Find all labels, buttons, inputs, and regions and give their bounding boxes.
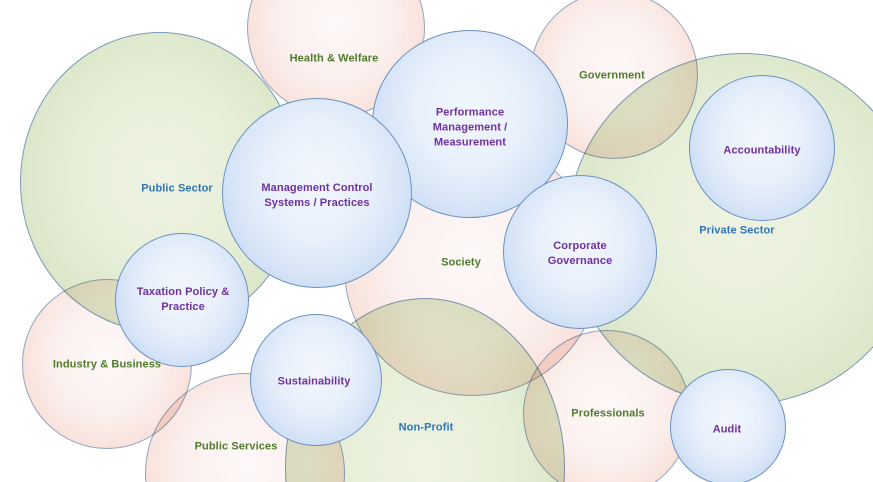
- public-services-label: Public Services: [194, 440, 278, 453]
- corporate-governance-circle: [503, 175, 657, 329]
- industry-business-label: Industry & Business: [52, 358, 162, 371]
- taxation-policy-circle: [115, 233, 249, 367]
- taxation-policy-label: Taxation Policy & Practice: [136, 286, 230, 313]
- public-sector-label: Public Sector: [141, 182, 213, 195]
- sustainability-circle: [250, 314, 382, 446]
- accountability-circle: [689, 75, 835, 221]
- performance-management-label: Performance Management / Measurement: [432, 106, 508, 149]
- non-profit-label: Non-Profit: [398, 421, 454, 434]
- government-label: Government: [579, 69, 645, 82]
- health-welfare-label: Health & Welfare: [289, 52, 379, 65]
- audit-label: Audit: [712, 423, 742, 436]
- accountability-label: Accountability: [723, 144, 801, 157]
- management-control-label: Management Control Systems / Practices: [261, 182, 373, 209]
- private-sector-label: Private Sector: [699, 224, 775, 237]
- professionals-label: Professionals: [571, 407, 645, 420]
- audit-circle: [670, 369, 786, 482]
- society-label: Society: [441, 256, 481, 269]
- sustainability-label: Sustainability: [277, 375, 351, 388]
- management-control-circle: [222, 98, 412, 288]
- corporate-governance-label: Corporate Governance: [547, 240, 613, 267]
